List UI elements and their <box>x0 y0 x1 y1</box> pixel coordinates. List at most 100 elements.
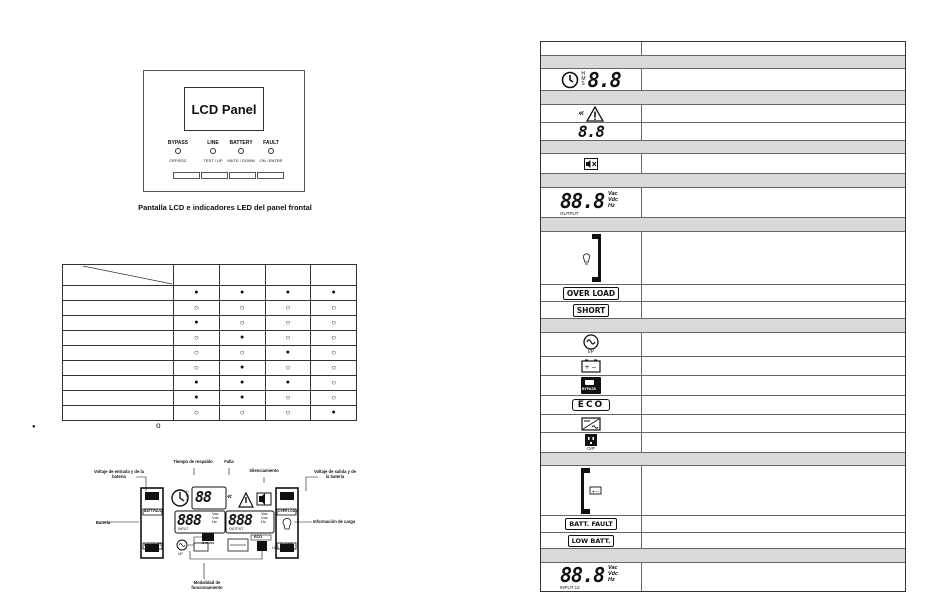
led-status-table: ●●●●○○○○●○○○○●○○○○●○○●○○●●●○●●○○○○○● <box>62 264 357 421</box>
icon-cell: SHORT <box>541 302 641 318</box>
clock-icon <box>562 71 579 88</box>
table-header-diagonal-cell <box>62 264 174 286</box>
diagram-output-units: Vac Vdc Hz <box>261 511 268 525</box>
diagram-output-label: OUTPUT <box>229 527 244 531</box>
diagram-hz-out: Hz <box>261 519 266 525</box>
led-off-symbol: ○ <box>310 345 357 361</box>
label-output-voltage: Voltaje de salida y de la batería <box>313 469 357 479</box>
bypass-label: BYPASS <box>582 387 597 391</box>
legend-empty-symbol: o <box>156 421 161 430</box>
label-input-voltage: Voltaje de entrada y de la batería <box>94 469 144 479</box>
label-backup-time: Tiempo de respaldo <box>173 459 213 464</box>
led-on-symbol: ● <box>218 330 266 346</box>
unit-hz-in: Hz <box>608 577 615 583</box>
diagram-hz: Hz <box>212 519 217 525</box>
table-row-label-cell <box>62 330 174 346</box>
table-row: BATT. FAULT <box>541 515 905 532</box>
op-label: O/P <box>587 446 595 451</box>
table-row-label-cell <box>62 285 174 301</box>
table-row: +− <box>541 465 905 515</box>
table-row-label-cell <box>62 390 174 406</box>
lcd-panel-box: LCD Panel <box>184 87 264 131</box>
diagram-vac: Vac <box>212 511 219 516</box>
on-enter-button[interactable] <box>257 172 284 179</box>
diagram-op: O/P <box>272 545 279 550</box>
input-label: INPUT 12 <box>560 585 580 590</box>
table-row: I/P <box>541 332 905 356</box>
icon-cell <box>541 232 641 284</box>
input-display: 88.8 Vac Vdc Hz INPUT 12 <box>556 563 626 591</box>
table-row: ○○○○ <box>62 300 357 316</box>
led-off-symbol: ○ <box>173 330 220 346</box>
diagram-output-digits: 888 <box>228 511 253 529</box>
table-row-label-cell <box>62 300 174 316</box>
diagram-vdc-out: Vdc <box>261 515 268 521</box>
button-label-on: ON / ENTER <box>259 158 283 163</box>
table-header-cell <box>173 264 220 286</box>
load-bar-icon <box>582 234 601 282</box>
table-row-label-cell <box>62 315 174 331</box>
icon-cell: OVER LOAD <box>541 285 641 301</box>
chevron-left-icon: « <box>578 108 584 119</box>
section-band <box>541 90 905 104</box>
led-on-symbol: ● <box>310 285 357 301</box>
led-on-symbol: ● <box>173 315 220 331</box>
led-off-symbol: ○ <box>310 390 357 406</box>
led-off-symbol: ○ <box>218 300 266 316</box>
table-row: LOW BATT. <box>541 532 905 548</box>
led-off-symbol: ○ <box>173 300 220 316</box>
front-panel-drawing: LCD Panel BYPASS OFF/ESC LINE TEST / UP … <box>143 70 305 192</box>
unit-vdc-in: Vdc <box>608 571 619 577</box>
diagonal-line <box>82 265 173 285</box>
icon-cell: H M S 8.8 <box>541 68 641 92</box>
diagram-hms: H M S <box>186 490 189 502</box>
led-off-symbol: ○ <box>173 360 220 376</box>
led-off-symbol: ○ <box>310 330 357 346</box>
table-row: 8.8 <box>541 122 905 141</box>
table-row: OVER LOAD <box>541 284 905 301</box>
led-on-symbol: ● <box>173 390 220 406</box>
led-off-symbol: ○ <box>264 300 312 316</box>
input-units: Vac Vdc Hz <box>608 565 618 583</box>
inverter-icon <box>581 416 601 431</box>
svg-text:+−: +− <box>592 489 600 495</box>
led-off-symbol: ○ <box>310 360 357 376</box>
lcd-panel-label: LCD Panel <box>191 101 257 117</box>
table-row: + − <box>541 356 905 375</box>
diagram-digits-top: 88 <box>195 488 212 506</box>
diagram-input-label: INPUT <box>178 527 189 531</box>
fault-code-digits: 8.8 <box>578 122 605 141</box>
label-fault: Falla <box>224 459 234 464</box>
unit-vdc: Vdc <box>608 196 619 203</box>
led-off-symbol: ○ <box>264 315 312 331</box>
diagram-over-load: OVER LOAD <box>278 509 298 513</box>
led-off-symbol: ○ <box>218 345 266 361</box>
table-header-cell <box>310 264 357 286</box>
section-band <box>541 55 905 68</box>
led-line: LINE TEST / UP <box>198 140 228 163</box>
led-battery-label: BATTERY <box>229 140 253 146</box>
diagram-bypass: BYPASS <box>202 541 215 545</box>
led-off-symbol: ○ <box>264 390 312 406</box>
table-row: BYPASS <box>541 375 905 395</box>
diagram-chevrons: « <box>227 492 233 502</box>
table-row: « <box>541 104 905 122</box>
input-digits: 88.8 <box>560 563 605 587</box>
ac-input-icon <box>583 334 599 350</box>
legend: ● o <box>32 421 161 430</box>
table-row-label-cell <box>62 360 174 376</box>
test-up-button[interactable] <box>201 172 228 179</box>
mute-down-button[interactable] <box>229 172 256 179</box>
led-line-dot <box>210 148 216 154</box>
led-on-symbol: ● <box>173 375 220 391</box>
led-off-symbol: ○ <box>218 315 266 331</box>
diagram-low-batt: LOW BATT. <box>144 543 162 547</box>
battery-bar-icon: +− <box>581 467 602 514</box>
unit-vac: Vac <box>608 190 618 197</box>
off-esc-button[interactable] <box>173 172 200 179</box>
bypass-icon: BYPASS <box>581 377 601 394</box>
table-row: ○●○○ <box>62 330 357 346</box>
led-on-symbol: ● <box>264 345 312 361</box>
table-row: ○●○○ <box>62 360 357 376</box>
led-on-symbol: ● <box>218 375 266 391</box>
